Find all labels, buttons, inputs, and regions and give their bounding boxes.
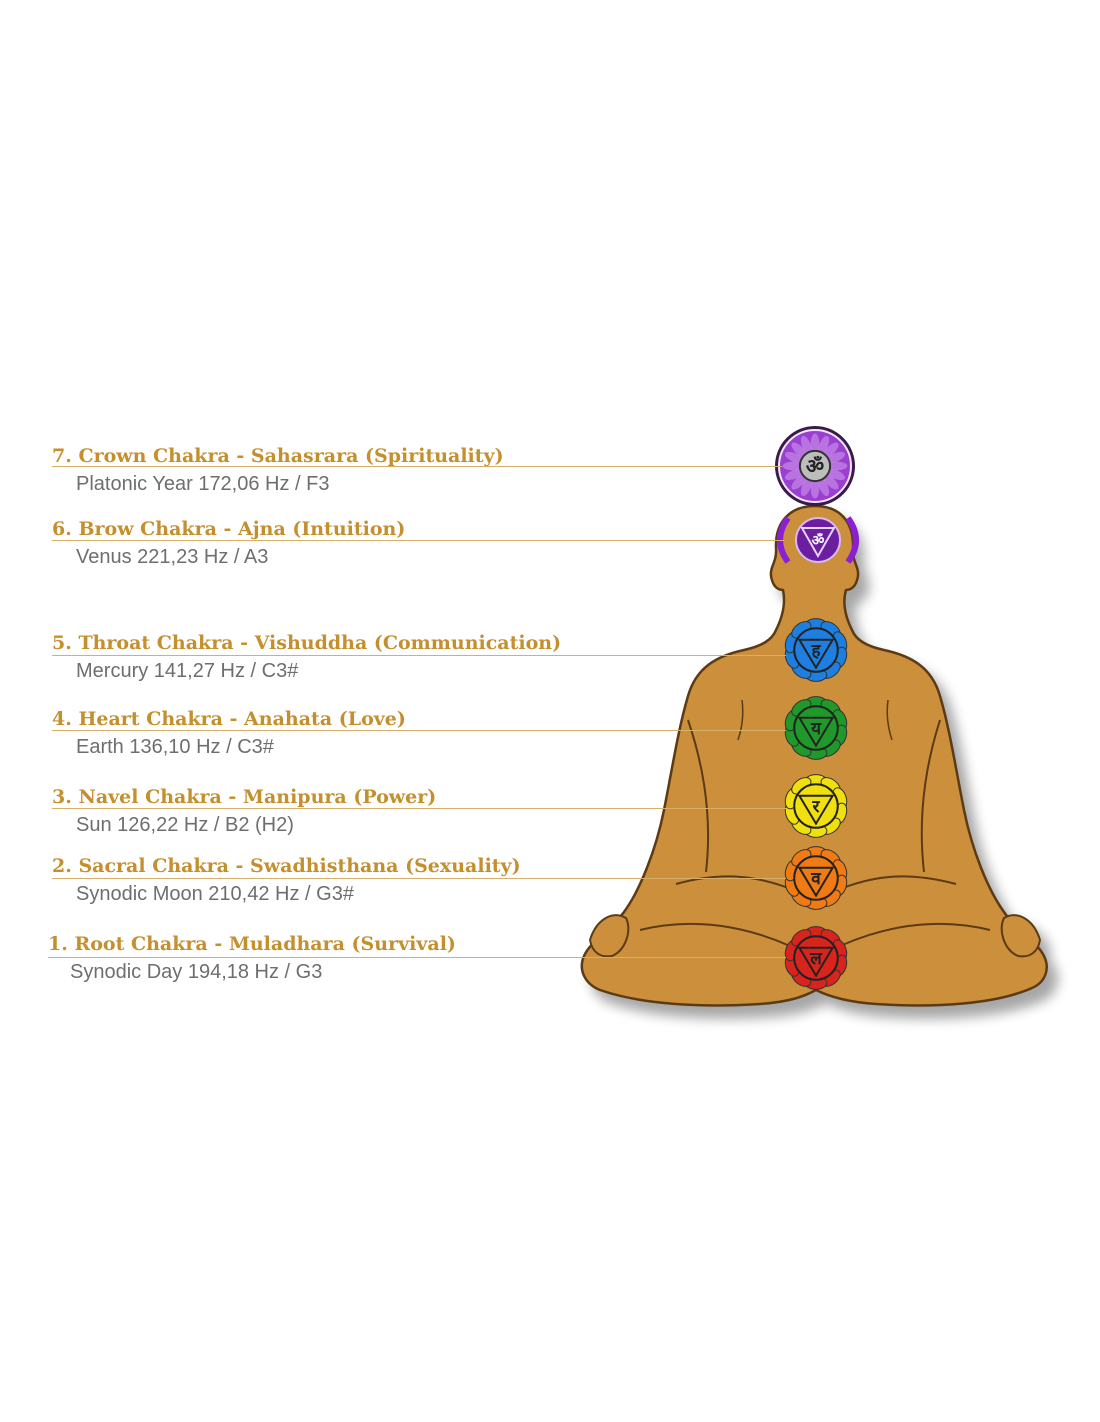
- navel-chakra-icon: र: [784, 774, 848, 838]
- root-chakra-icon: ल: [784, 926, 848, 990]
- sacral-chakra-icon: व: [784, 846, 848, 910]
- svg-text:ॐ: ॐ: [806, 454, 824, 478]
- throat-chakra-icon: ह: [784, 618, 848, 682]
- svg-text:र: र: [812, 797, 821, 817]
- svg-text:ॐ: ॐ: [812, 532, 825, 549]
- heart-chakra-icon: य: [784, 696, 848, 760]
- svg-text:य: य: [810, 719, 822, 739]
- brow-chakra-icon: ॐ: [777, 516, 859, 564]
- svg-text:व: व: [810, 869, 822, 889]
- crown-chakra-icon: ॐ: [775, 426, 855, 506]
- svg-text:ह: ह: [810, 641, 821, 661]
- svg-text:ल: ल: [809, 949, 823, 969]
